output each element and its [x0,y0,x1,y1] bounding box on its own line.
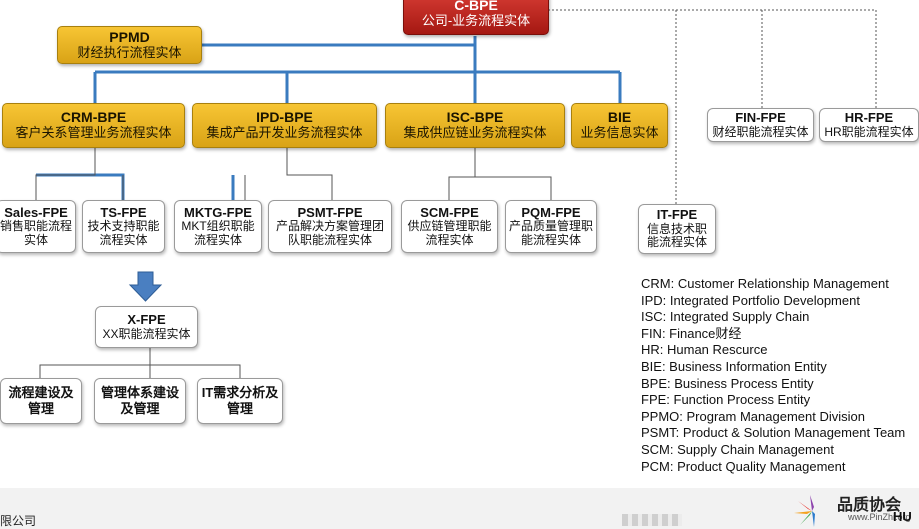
node-crm-bpe: CRM-BPE 客户关系管理业务流程实体 [2,103,185,148]
node-c-bpe-subtitle: 公司-业务流程实体 [421,13,531,29]
node-process-management: 流程建设及管理 [0,378,82,424]
node-sales-fpe: Sales-FPE 销售职能流程实体 [0,200,76,253]
node-it-fpe-title: IT-FPE [656,207,698,223]
node-bie-subtitle: 业务信息实体 [580,125,659,141]
node-x-fpe: X-FPE XX职能流程实体 [95,306,198,348]
node-pqm-fpe-subtitle: 产品质量管理职能流程实体 [508,219,593,247]
brand-text: HU [893,509,912,524]
legend-item: BIE: Business Information Entity [641,358,827,374]
watermark-logo-icon [794,495,815,527]
node-sales-fpe-title: Sales-FPE [4,204,68,220]
node-mktg-fpe-subtitle: MKT组织职能流程实体 [181,219,255,247]
logo-url: www.PinZhi.org [848,512,911,522]
legend-item: HR: Human Rescurce [641,342,768,358]
node-scm-fpe-title: SCM-FPE [420,204,479,220]
legend-item: PCM: Product Quality Management [641,458,846,474]
node-fin-fpe: FIN-FPE 财经职能流程实体 [707,108,814,142]
node-psmt-fpe-title: PSMT-FPE [297,204,363,220]
node-bie: BIE 业务信息实体 [571,103,668,148]
node-c-bpe: C-BPE 公司-业务流程实体 [403,0,549,35]
node-ipd-bpe-title: IPD-BPE [256,109,313,126]
node-ts-fpe-subtitle: 技术支持职能流程实体 [87,219,160,247]
node-mktg-fpe-title: MKTG-FPE [184,204,252,220]
legend-item: CRM: Customer Relationship Management [641,276,889,291]
abbreviation-legend: CRM: Customer Relationship Management IP… [641,276,905,475]
node-ppmd-subtitle: 财经执行流程实体 [77,44,182,60]
footer-company-text: 限公司 [0,514,37,528]
node-fin-fpe-subtitle: 财经职能流程实体 [712,124,809,139]
legend-item: BPE: Business Process Entity [641,375,814,391]
node-psmt-fpe: PSMT-FPE 产品解决方案管理团队职能流程实体 [268,200,392,253]
node-isc-bpe-subtitle: 集成供应链业务流程实体 [403,125,547,141]
node-ipd-bpe: IPD-BPE 集成产品开发业务流程实体 [192,103,377,148]
node-isc-bpe: ISC-BPE 集成供应链业务流程实体 [385,103,565,148]
node-ts-fpe: TS-FPE 技术支持职能流程实体 [82,200,165,253]
legend-item: PPMO: Program Management Division [641,408,865,424]
node-system-management-title: 管理体系建设及管理 [100,384,179,416]
node-c-bpe-title: C-BPE [454,0,498,14]
node-x-fpe-title: X-FPE [127,312,166,327]
legend-item: FIN: Finance财经 [641,325,742,341]
node-hr-fpe-subtitle: HR职能流程实体 [824,124,914,139]
node-fin-fpe-title: FIN-FPE [735,110,786,125]
node-scm-fpe-subtitle: 供应链管理职能流程实体 [407,219,492,247]
node-sales-fpe-subtitle: 销售职能流程实体 [0,219,73,247]
blurred-text [622,514,682,526]
legend-item: FPE: Function Process Entity [641,392,811,408]
node-pqm-fpe-title: PQM-FPE [521,204,581,220]
node-x-fpe-subtitle: XX职能流程实体 [102,326,191,341]
legend-item: IPD: Integrated Portfolio Development [641,292,860,308]
node-ppmd-title: PPMD [109,28,150,45]
node-system-management: 管理体系建设及管理 [94,378,186,424]
node-pqm-fpe: PQM-FPE 产品质量管理职能流程实体 [505,200,597,253]
node-ipd-bpe-subtitle: 集成产品开发业务流程实体 [206,125,363,141]
node-hr-fpe: HR-FPE HR职能流程实体 [819,108,919,142]
node-bie-title: BIE [607,109,632,126]
node-it-requirement: IT需求分析及管理 [197,378,283,424]
legend-item: ISC: Integrated Supply Chain [641,309,810,325]
node-it-requirement-title: IT需求分析及管理 [201,384,279,416]
node-crm-bpe-title: CRM-BPE [60,109,127,126]
node-psmt-fpe-subtitle: 产品解决方案管理团队职能流程实体 [275,219,384,247]
footer-bar [0,488,919,529]
node-it-fpe: IT-FPE 信息技术职能流程实体 [638,204,716,254]
legend-item: SCM: Supply Chain Management [641,441,834,457]
node-crm-bpe-subtitle: 客户关系管理业务流程实体 [15,125,172,141]
logo-text: 品质协会 [837,497,902,514]
node-scm-fpe: SCM-FPE 供应链管理职能流程实体 [401,200,498,253]
node-ts-fpe-title: TS-FPE [100,204,147,220]
legend-item: PSMT: Product & Solution Management Team [641,425,906,441]
node-ppmd: PPMD 财经执行流程实体 [57,26,202,64]
node-process-management-title: 流程建设及管理 [8,384,74,416]
node-hr-fpe-title: HR-FPE [844,110,894,125]
node-isc-bpe-title: ISC-BPE [446,109,504,126]
node-mktg-fpe: MKTG-FPE MKT组织职能流程实体 [174,200,262,253]
node-it-fpe-subtitle: 信息技术职能流程实体 [646,221,707,250]
